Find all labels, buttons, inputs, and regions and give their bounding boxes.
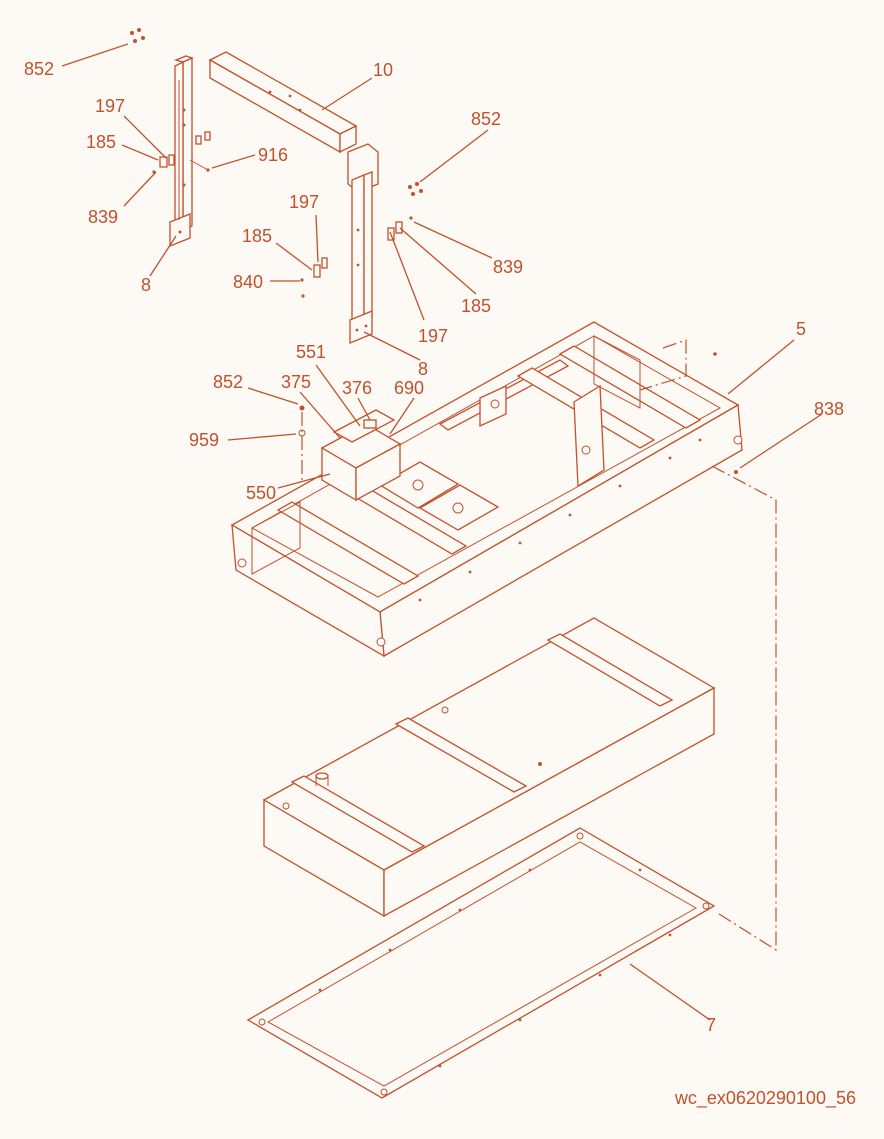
- label-690: 690: [394, 378, 424, 398]
- callout-labels: 852 10 197 185 916 839 8 852 197 185 840…: [24, 59, 844, 1035]
- label-375: 375: [281, 372, 311, 392]
- label-7: 7: [706, 1015, 716, 1035]
- label-959: 959: [189, 430, 219, 450]
- label-8-left: 8: [141, 275, 151, 295]
- label-185-right: 185: [461, 296, 491, 316]
- label-550: 550: [246, 483, 276, 503]
- bracket-assembly: [320, 409, 402, 502]
- label-852-top-left: 852: [24, 59, 54, 79]
- label-10: 10: [373, 60, 393, 80]
- leader-lines: [61, 43, 823, 1021]
- label-197-left: 197: [95, 96, 125, 116]
- label-839-left: 839: [88, 207, 118, 227]
- label-5: 5: [796, 319, 806, 339]
- label-197-right: 197: [418, 326, 448, 346]
- label-197-mid: 197: [289, 192, 319, 212]
- top-beam: [208, 51, 358, 154]
- tank: [262, 617, 716, 918]
- label-916: 916: [258, 145, 288, 165]
- gasket-frame: [246, 827, 716, 1099]
- label-840: 840: [233, 272, 263, 292]
- label-376: 376: [342, 378, 372, 398]
- label-838: 838: [814, 399, 844, 419]
- label-852-right: 852: [471, 109, 501, 129]
- drawing-code: wc_ex0620290100_56: [674, 1088, 856, 1108]
- label-8-right: 8: [418, 359, 428, 379]
- label-185-left: 185: [86, 132, 116, 152]
- label-839-right: 839: [493, 257, 523, 277]
- label-852-mid: 852: [213, 372, 243, 392]
- label-185-mid: 185: [242, 226, 272, 246]
- label-551: 551: [296, 342, 326, 362]
- upright-post-left: [159, 55, 211, 247]
- upright-post-right: [347, 143, 379, 344]
- center-lines: [301, 339, 777, 952]
- main-frame: [230, 321, 743, 658]
